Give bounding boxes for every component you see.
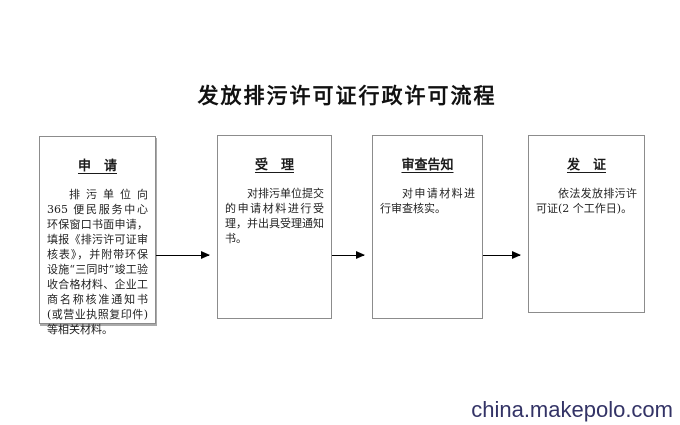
flow-arrow-1 (156, 251, 210, 259)
page-title: 发放排污许可证行政许可流程 (197, 83, 497, 108)
flow-step-issue-permit: 发 证 依法发放排污许可证(2 个工作日)。 (528, 135, 645, 313)
flow-step-acceptance-body: 对排污单位提交的申请材料进行受理，并出具受理通知书。 (225, 187, 324, 245)
flow-step-review-notice: 审查告知 对申请材料进行审查核实。 (372, 135, 483, 319)
flow-step-review-notice-body: 对申请材料进行审查核实。 (380, 187, 475, 215)
flow-step-acceptance-title: 受 理 (254, 158, 294, 173)
flow-step-acceptance: 受 理 对排污单位提交的申请材料进行受理，并出具受理通知书。 (217, 135, 332, 319)
flow-step-application-body: 排污单位向 365 便民服务中心环保窗口书面申请，填报《排污许可证审核表》，并附… (47, 188, 148, 336)
flow-step-issue-permit-title: 发 证 (566, 158, 606, 173)
flow-arrow-2 (332, 251, 365, 259)
flow-step-application: 申 请 排污单位向 365 便民服务中心环保窗口书面申请，填报《排污许可证审核表… (39, 136, 156, 336)
flow-arrow-3 (483, 251, 521, 259)
flow-step-review-notice-title: 审查告知 (401, 158, 454, 173)
flow-step-issue-permit-body: 依法发放排污许可证(2 个工作日)。 (536, 187, 637, 215)
flow-step-application-title: 申 请 (77, 159, 117, 174)
watermark-text: china.makepolo.com (471, 397, 673, 422)
